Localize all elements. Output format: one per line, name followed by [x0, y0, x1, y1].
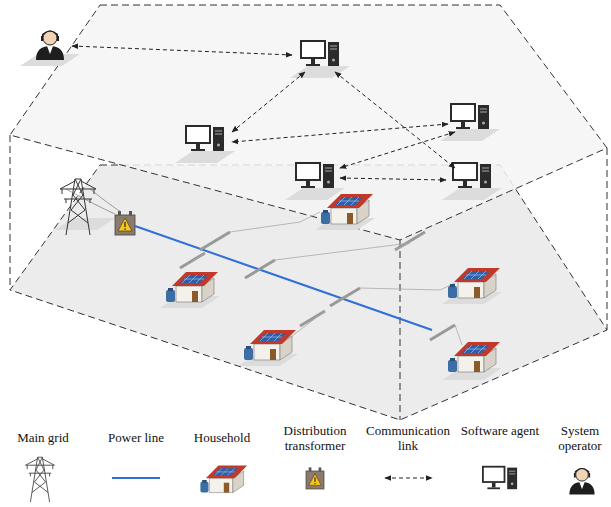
- legend-label: Household: [182, 430, 262, 445]
- cyber-layer: [20, 31, 502, 201]
- legend-label: System operator: [552, 423, 608, 453]
- legend-label: Power line: [96, 430, 176, 445]
- legend-label: Distribution transformer: [270, 423, 360, 453]
- physical-layer: [55, 179, 502, 380]
- legend-label: Software agent: [460, 423, 540, 438]
- legend-label: Communication link: [361, 423, 456, 453]
- cyber-layer-plane: [10, 5, 607, 240]
- layer-edges: [10, 135, 607, 420]
- legend-label: Main grid: [3, 430, 83, 445]
- legend-icons: [26, 457, 595, 502]
